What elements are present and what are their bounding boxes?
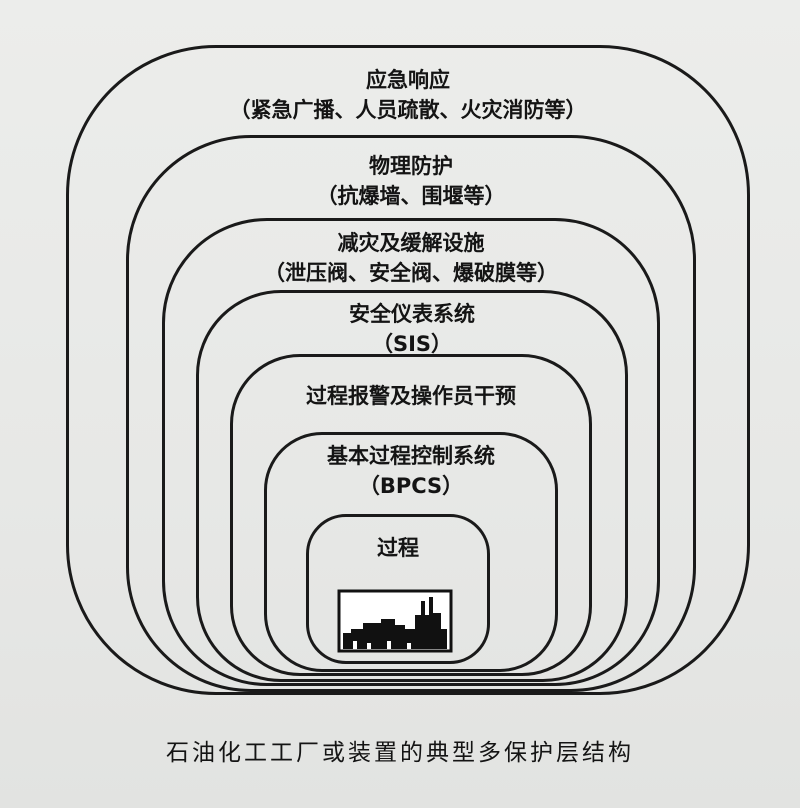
layer-alarm-operator-intervention: 过程报警及操作员干预: [230, 354, 592, 676]
layer-subtitle: （SIS）: [371, 332, 453, 356]
factory-icon: [337, 589, 453, 653]
layer-label: 物理防护 （抗爆墙、围堰等）: [129, 151, 693, 211]
layer-label: 基本过程控制系统 （BPCS）: [267, 441, 555, 501]
layer-process: 过程: [306, 514, 490, 664]
layer-subtitle: （紧急广播、人员疏散、火灾消防等）: [229, 98, 587, 122]
layer-safety-instrumented-system: 安全仪表系统 （SIS）: [196, 290, 628, 682]
layer-emergency-response: 应急响应 （紧急广播、人员疏散、火灾消防等）: [66, 45, 750, 695]
figure-caption: 石油化工工厂或装置的典型多保护层结构: [166, 740, 634, 766]
layer-basic-process-control: 基本过程控制系统 （BPCS）: [264, 432, 558, 672]
layer-label: 减灾及缓解设施 （泄压阀、安全阀、爆破膜等）: [165, 228, 657, 288]
layer-mitigation-facilities: 减灾及缓解设施 （泄压阀、安全阀、爆破膜等）: [162, 218, 660, 686]
layer-label: 过程: [309, 533, 487, 563]
layer-subtitle: （BPCS）: [358, 474, 464, 498]
layer-label: 安全仪表系统 （SIS）: [199, 299, 625, 359]
layer-label: 应急响应 （紧急广播、人员疏散、火灾消防等）: [69, 65, 747, 125]
layer-title: 过程: [377, 536, 419, 560]
layer-title: 过程报警及操作员干预: [306, 384, 516, 408]
layer-subtitle: （抗爆墙、围堰等）: [316, 184, 506, 208]
layer-title: 应急响应: [366, 68, 450, 92]
layer-title: 安全仪表系统: [349, 302, 475, 326]
layer-title: 减灾及缓解设施: [337, 231, 485, 255]
layer-title: 物理防护: [369, 154, 453, 178]
layer-physical-protection: 物理防护 （抗爆墙、围堰等）: [126, 135, 696, 692]
layer-subtitle: （泄压阀、安全阀、爆破膜等）: [264, 261, 558, 285]
layer-title: 基本过程控制系统: [327, 444, 495, 468]
layer-label: 过程报警及操作员干预: [233, 381, 589, 411]
